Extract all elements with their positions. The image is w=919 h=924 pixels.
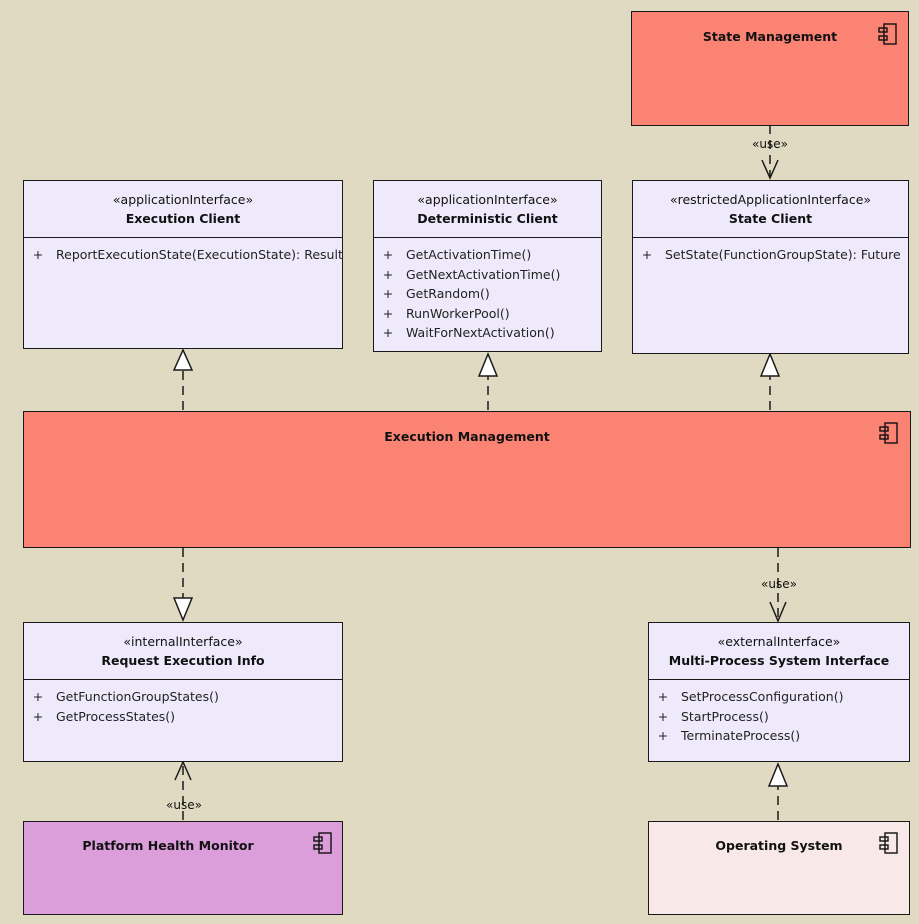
component-name: Platform Health Monitor: [82, 838, 254, 853]
interface-stereotype: «internalInterface»: [123, 634, 243, 649]
use-arrowhead-mpsi: [769, 601, 787, 623]
interface-header: «externalInterface» Multi-Process System…: [649, 623, 909, 670]
operation: +SetState(FunctionGroupState): Future: [641, 247, 901, 262]
operating-system-component[interactable]: Operating System: [648, 821, 910, 915]
execution-client-interface[interactable]: «applicationInterface» Execution Client …: [23, 180, 343, 349]
component-name: Operating System: [715, 838, 843, 853]
component-icon: [313, 832, 332, 854]
interface-name: Execution Client: [125, 211, 241, 226]
realization-arrowhead-deterministic-client: [477, 352, 499, 377]
component-icon: [878, 23, 897, 45]
use-label-state-management: «use»: [752, 137, 788, 151]
operation: +WaitForNextActivation(): [382, 325, 555, 340]
interface-header: «internalInterface» Request Execution In…: [24, 623, 342, 670]
operations-list: +GetActivationTime() +GetNextActivationT…: [374, 245, 601, 343]
interface-stereotype: «applicationInterface»: [417, 192, 558, 207]
operation: +GetRandom(): [382, 286, 490, 301]
request-execution-info-interface[interactable]: «internalInterface» Request Execution In…: [23, 622, 343, 762]
state-client-interface[interactable]: «restrictedApplicationInterface» State C…: [632, 180, 909, 354]
operations-list: +ReportExecutionState(ExecutionState): R…: [24, 245, 343, 265]
interface-stereotype: «externalInterface»: [717, 634, 841, 649]
execution-management-component[interactable]: Execution Management: [23, 411, 911, 548]
use-arrowhead-state-client: [761, 159, 779, 180]
interface-stereotype: «applicationInterface»: [112, 192, 254, 207]
compartment-divider: [649, 679, 909, 680]
state-management-component[interactable]: State Management: [631, 11, 909, 126]
operation: +GetActivationTime(): [382, 247, 532, 262]
component-name: State Management: [702, 29, 838, 44]
compartment-divider: [24, 237, 342, 238]
operations-list: +SetState(FunctionGroupState): Future: [633, 245, 908, 265]
compartment-divider: [374, 237, 601, 238]
operations-list: +SetProcessConfiguration() +StartProcess…: [649, 687, 909, 746]
operation: +TerminateProcess(): [657, 728, 801, 743]
operation: +ReportExecutionState(ExecutionState): R…: [32, 247, 343, 262]
platform-health-monitor-component[interactable]: Platform Health Monitor: [23, 821, 343, 915]
realization-arrowhead-mpsi: [767, 762, 789, 787]
interface-name: Multi-Process System Interface: [668, 653, 890, 668]
compartment-divider: [24, 679, 342, 680]
operation: +RunWorkerPool(): [382, 305, 510, 321]
interface-header: «restrictedApplicationInterface» State C…: [633, 181, 908, 228]
realization-arrowhead-request-execution-info: [172, 597, 194, 622]
interface-header: «applicationInterface» Deterministic Cli…: [374, 181, 601, 228]
realization-arrowhead-state-client: [759, 352, 781, 377]
interface-header: «applicationInterface» Execution Client: [24, 181, 342, 228]
operation: +StartProcess(): [657, 708, 769, 724]
operation: +GetProcessStates(): [32, 708, 176, 724]
interface-name: Deterministic Client: [417, 211, 558, 226]
operation: +SetProcessConfiguration(): [657, 689, 844, 704]
interface-stereotype: «restrictedApplicationInterface»: [669, 192, 872, 207]
multi-process-system-interface[interactable]: «externalInterface» Multi-Process System…: [648, 622, 910, 762]
component-name: Execution Management: [384, 429, 550, 444]
interface-name: Request Execution Info: [101, 653, 265, 668]
component-icon: [879, 422, 898, 444]
use-arrowhead-request-execution-info: [174, 760, 192, 781]
operation: +GetFunctionGroupStates(): [32, 689, 219, 704]
compartment-divider: [633, 237, 908, 238]
deterministic-client-interface[interactable]: «applicationInterface» Deterministic Cli…: [373, 180, 602, 352]
operation: +GetNextActivationTime(): [382, 266, 561, 282]
use-label-platform-health-monitor: «use»: [166, 798, 202, 812]
use-label-execution-management: «use»: [761, 577, 797, 591]
realization-arrowhead-execution-client: [172, 348, 194, 371]
interface-name: State Client: [728, 211, 813, 226]
operations-list: +GetFunctionGroupStates() +GetProcessSta…: [24, 687, 342, 726]
component-icon: [879, 832, 898, 854]
